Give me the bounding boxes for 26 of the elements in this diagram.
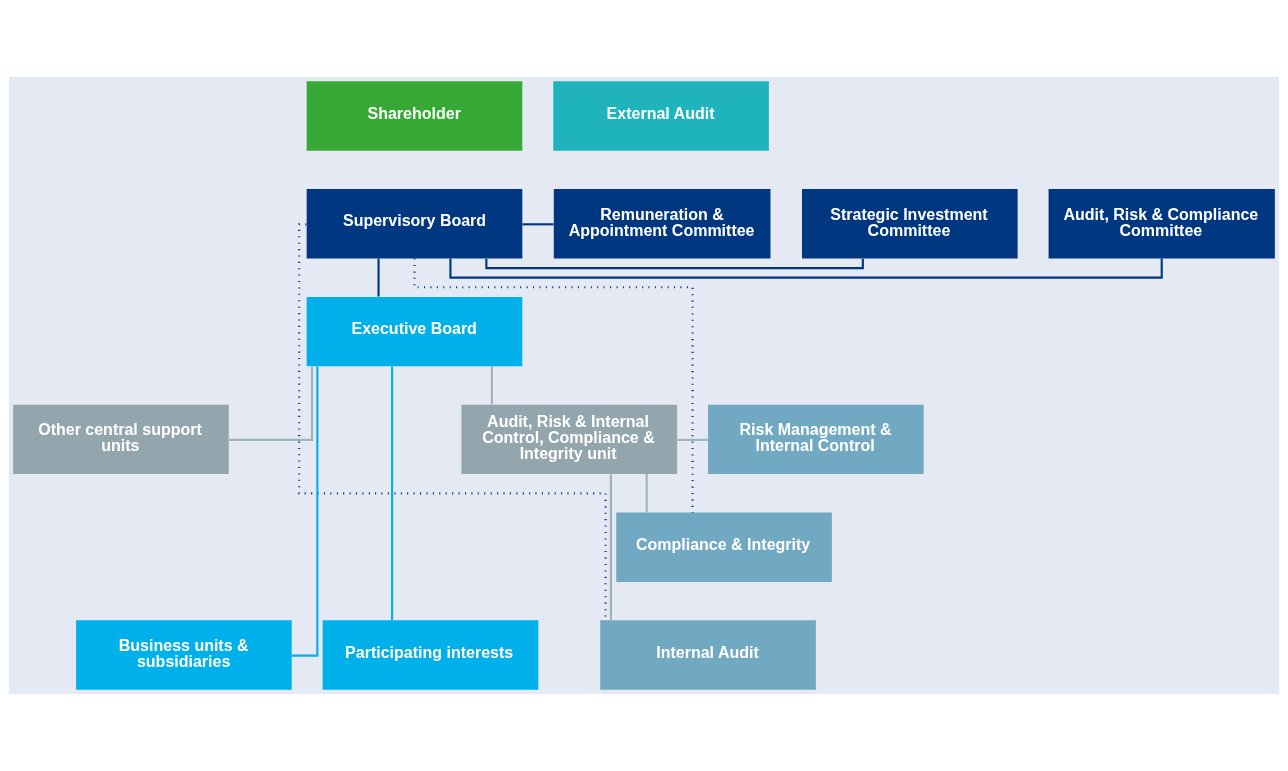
node-box: Audit, Risk & Internal Control, Compliance & Integrity unit [461,404,678,475]
connector [291,366,319,657]
node-box: Strategic Investment Committee [802,189,1018,259]
connector [490,366,493,405]
connector [522,223,554,226]
node-box: Shareholder [306,81,523,151]
connector [645,474,648,513]
connector [677,438,708,441]
connector [298,223,607,621]
node-box: Risk Management & Internal Control [708,404,924,475]
node-box: Supervisory Board [306,189,523,259]
node-box: Business units & subsidiaries [76,620,292,690]
node-box: Other central support units [13,404,229,475]
connector [377,258,380,297]
node-box: Audit, Risk & Compliance Committee [1048,189,1275,259]
connector [413,258,694,513]
node-box: External Audit [553,81,769,151]
connector [609,474,612,621]
connector [228,366,314,441]
node-box: Compliance & Integrity [616,512,832,582]
node-box: Internal Audit [600,620,816,690]
node-box: Participating interests [322,620,539,690]
node-box: Remuneration & Appointment Committee [553,189,771,259]
connector [391,366,394,621]
node-box: Executive Board [306,296,523,367]
connector [485,258,864,270]
